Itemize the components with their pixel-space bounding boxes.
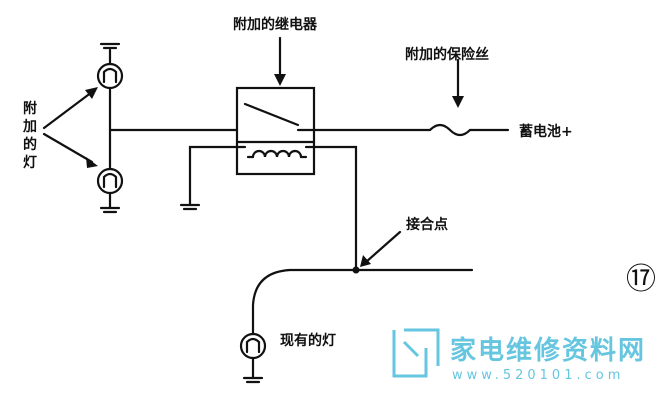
existing-lamp-label: 现有的灯 xyxy=(280,333,336,349)
relay-switch-arm xyxy=(243,102,300,127)
figure-number: ⑰ xyxy=(626,262,656,297)
arrowhead-lamp-lower xyxy=(86,157,98,168)
lamp-upper xyxy=(96,62,124,90)
watermark-url: www.520101.com xyxy=(452,368,625,383)
junction-dot xyxy=(352,266,360,274)
arrow-lamp-lower-pointer xyxy=(42,132,94,164)
fuse-label: 附加的保险丝 xyxy=(405,47,489,63)
ground-symbol-left-bottom xyxy=(99,206,121,214)
wire-coil-to-ground xyxy=(188,145,247,207)
arrowhead-fuse xyxy=(452,96,464,108)
lamps-label: 附 加 的 灯 xyxy=(22,100,38,172)
ground-symbol-top xyxy=(99,42,121,50)
arrowhead-relay xyxy=(274,74,286,86)
lamps-label-char: 的 xyxy=(23,137,37,153)
arrowhead-junction xyxy=(360,255,371,267)
junction-label: 接合点 xyxy=(406,217,448,233)
arrowhead-lamp-upper xyxy=(85,87,98,99)
arrow-lamp-upper-pointer xyxy=(42,90,94,130)
ground-symbol-existing-lamp xyxy=(242,376,264,384)
ground-symbol-coil xyxy=(179,203,201,211)
arrow-junction-pointer xyxy=(364,230,402,264)
wire-to-existing-lamp xyxy=(251,268,358,336)
relay-coil xyxy=(246,149,308,159)
existing-lamp xyxy=(239,332,267,360)
watermark-text: 家电维修资料网 xyxy=(450,336,647,366)
relay-label: 附加的继电器 xyxy=(233,17,317,33)
watermark-logo xyxy=(392,328,440,378)
wire-coil-to-junction xyxy=(304,145,358,272)
fuse-symbol xyxy=(428,123,472,137)
lamp-lower xyxy=(96,167,124,195)
lamps-label-char: 灯 xyxy=(23,155,37,171)
lamps-label-char: 附 xyxy=(23,101,37,117)
lamps-label-char: 加 xyxy=(23,119,37,135)
battery-label: 蓄电池+ xyxy=(519,124,573,140)
